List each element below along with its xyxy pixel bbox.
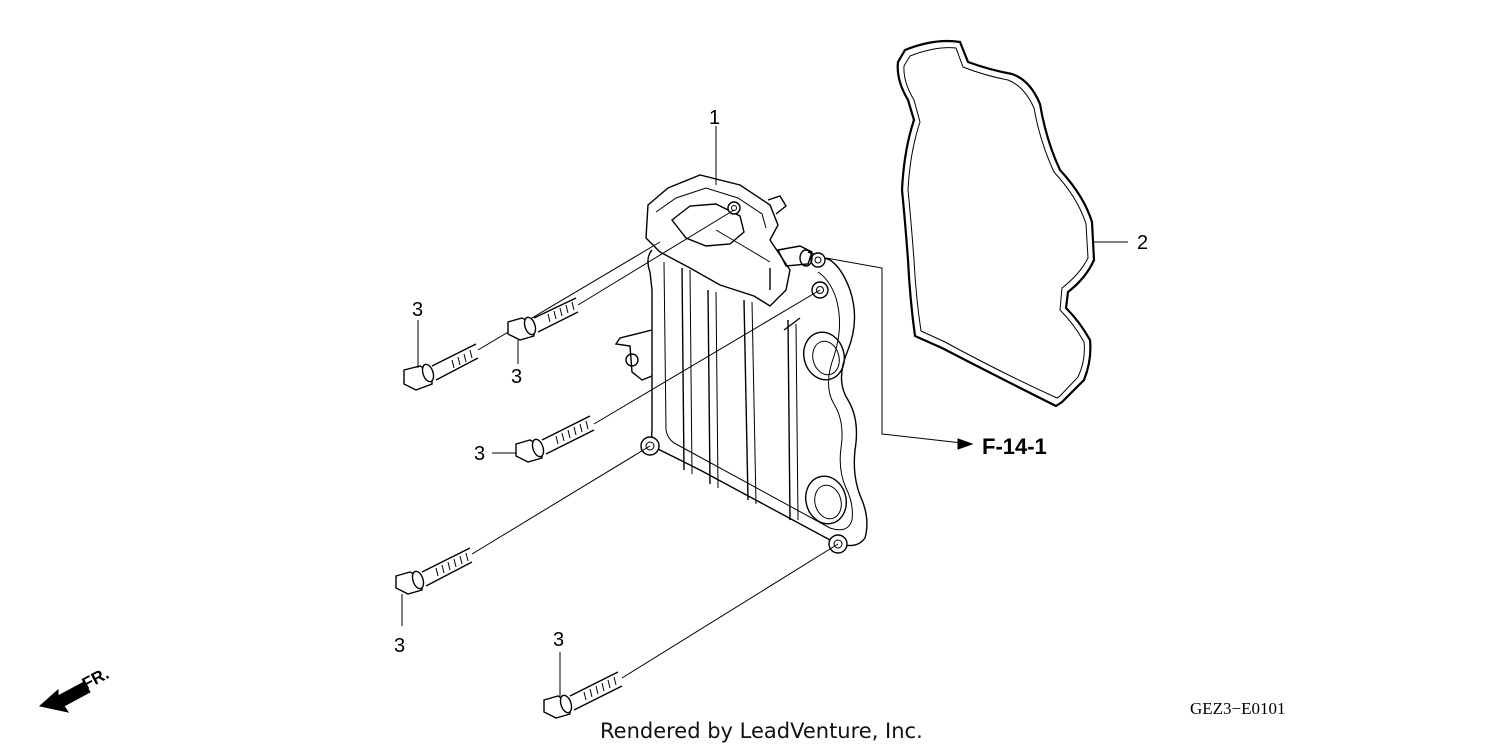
part-label-cover: 1 [709,107,720,129]
reference-arrow [825,257,974,450]
bolt-label-c: 3 [474,443,485,465]
bolt-c[interactable] [515,289,821,463]
part-label-gasket: 2 [1137,232,1148,254]
bolt-label-b: 3 [511,366,522,388]
reference-label[interactable]: F-14-1 [982,434,1047,459]
front-direction-arrow-icon [38,681,91,713]
bolt-label-e: 3 [553,629,564,651]
bolt-label-a: 3 [412,299,423,321]
gasket-outline[interactable] [896,39,1096,408]
footer-credit: Rendered by LeadVenture, Inc. [600,719,923,743]
cylinder-head-cover[interactable] [614,174,868,554]
bolt-a[interactable] [403,241,661,391]
bolt-label-d: 3 [394,635,405,657]
bolt-b[interactable] [507,209,735,341]
bolt-d[interactable] [395,445,651,595]
drawing-code: GEZ3−E0101 [1190,699,1286,718]
bolt-e[interactable] [543,543,839,719]
